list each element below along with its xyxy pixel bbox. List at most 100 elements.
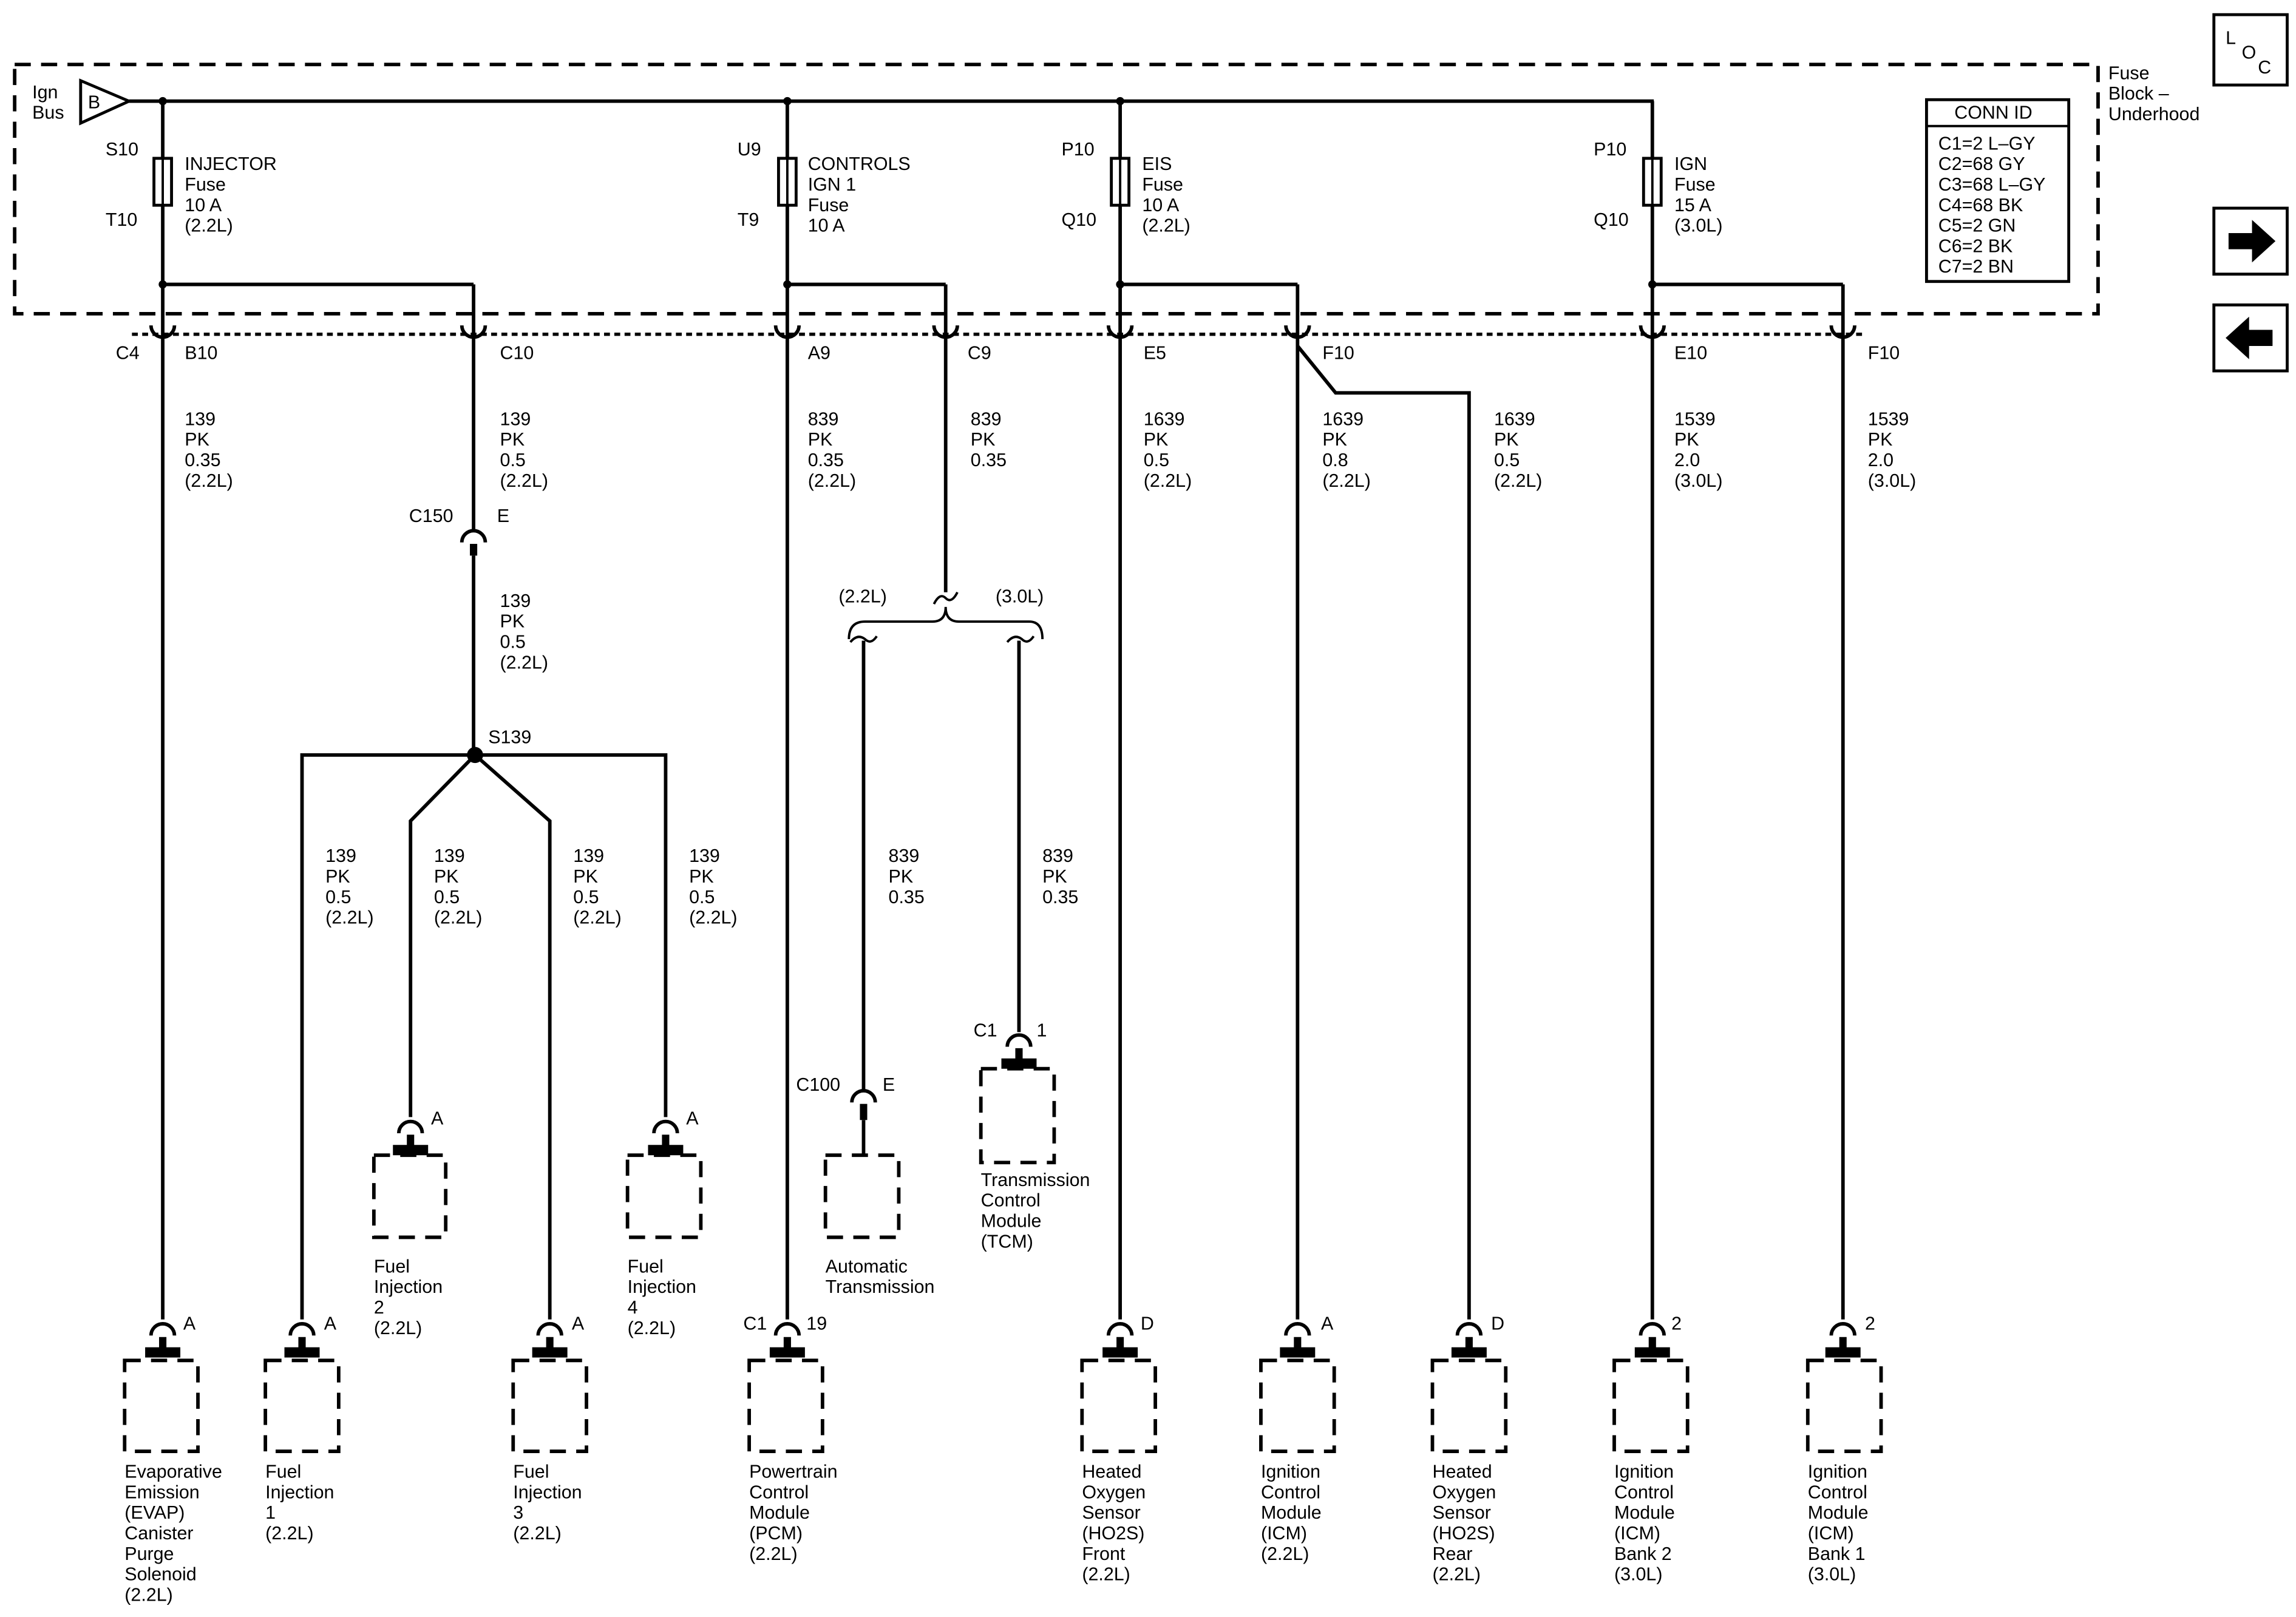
fuse-block-label-3: Underhood <box>2108 104 2200 124</box>
schematic-label: PK <box>325 866 350 887</box>
pin-label: A <box>572 1314 585 1334</box>
fuse-label: (3.0L) <box>1674 215 1722 236</box>
ign-fuse: P10 Q10 IGN Fuse 15 A (3.0L) <box>1594 101 1845 311</box>
pin-label: A <box>431 1108 444 1128</box>
schematic-label: Sensor <box>1082 1502 1140 1523</box>
connector-c4-label: C4 <box>116 343 140 364</box>
schematic-label: PK <box>1042 866 1067 887</box>
pin-label: D <box>1141 1314 1154 1334</box>
fuse-label: INJECTOR <box>185 154 277 174</box>
schematic-label: 1639 <box>1144 408 1185 429</box>
injector-fuse: S10 T10 INJECTOR Fuse 10 A (2.2L) <box>106 97 475 311</box>
left-arrow-icon <box>2226 316 2273 359</box>
fuse-label: CONTROLS <box>808 154 911 174</box>
c100-pin: E <box>883 1074 895 1095</box>
schematic-label: Evaporative <box>124 1462 222 1482</box>
schematic-label: PK <box>434 866 459 887</box>
eis-fuse: P10 Q10 EIS Fuse 10 A (2.2L) <box>1062 97 1300 311</box>
schematic-label: Control <box>1808 1482 1867 1502</box>
schematic-label: 139 <box>573 846 604 866</box>
fuse-cavity-top: P10 <box>1594 139 1626 160</box>
tcm-conn-label: C1 <box>974 1020 997 1041</box>
fuse-label: Fuse <box>1674 174 1716 195</box>
schematic-label: (2.2L) <box>1144 470 1192 491</box>
wire-inj2 <box>409 753 477 1117</box>
fuse-label: IGN 1 <box>808 174 856 195</box>
schematic-label: 1639 <box>1494 408 1535 429</box>
schematic-label: PK <box>1322 429 1347 450</box>
schematic-label: (ICM) <box>1808 1523 1854 1544</box>
fuse-cavity-top: S10 <box>106 139 138 160</box>
fuel-injection-3: A Fuel Injection 3 (2.2L) <box>511 1314 588 1544</box>
schematic-label: 0.5 <box>1494 450 1520 470</box>
schematic-label: 139 <box>185 408 216 429</box>
schematic-label: Purge <box>124 1544 174 1564</box>
fuse-label: 15 A <box>1674 195 1712 215</box>
schematic-label: 2.0 <box>1868 450 1894 470</box>
schematic-label: 139 <box>500 408 531 429</box>
schematic-label: Bank 1 <box>1808 1544 1866 1564</box>
back-button[interactable] <box>2212 303 2289 373</box>
pin-label: D <box>1491 1314 1504 1334</box>
conn-id-item: C3=68 L–GY <box>1938 174 2046 195</box>
splice-label: S139 <box>488 727 531 748</box>
forward-button[interactable] <box>2212 206 2289 276</box>
schematic-label: Injection <box>265 1482 334 1502</box>
fuse-label: Fuse <box>808 195 849 215</box>
c150-label: C150 <box>409 506 453 526</box>
fuse-cavity-bottom: Q10 <box>1594 209 1629 230</box>
schematic-label: 3 <box>513 1502 523 1523</box>
schematic-label: Injection <box>513 1482 582 1502</box>
schematic-label: (2.2L) <box>500 652 548 673</box>
schematic-label: 139 <box>434 846 465 866</box>
ign-bus-arrow-icon <box>79 78 133 126</box>
pin-label: A <box>324 1314 337 1334</box>
fuse-label: 10 A <box>185 195 222 215</box>
schematic-label: PK <box>1494 429 1519 450</box>
tcm-pin-label: 1 <box>1036 1020 1047 1041</box>
location-button[interactable]: L O C <box>2212 13 2289 87</box>
schematic-label: (HO2S) <box>1433 1523 1495 1544</box>
fuse-label: 10 A <box>808 215 846 236</box>
schematic-label: Heated <box>1433 1462 1492 1482</box>
loc-c: C <box>2258 57 2271 78</box>
schematic-label: Injection <box>374 1276 443 1297</box>
schematic-label: 1539 <box>1674 408 1716 429</box>
schematic-label: PK <box>1674 429 1699 450</box>
schematic-label: 839 <box>971 408 1002 429</box>
schematic-label: Front <box>1082 1544 1126 1564</box>
schematic-label: (EVAP) <box>124 1502 185 1523</box>
schematic-label: (ICM) <box>1614 1523 1660 1544</box>
schematic-label: (2.2L) <box>325 907 373 928</box>
terminal-label: E5 <box>1144 343 1166 364</box>
schematic-label: 0.5 <box>689 887 715 907</box>
schematic-label: (2.2L) <box>1433 1564 1481 1585</box>
schematic-label: (2.2L) <box>185 470 233 491</box>
schematic-label: 0.5 <box>1144 450 1169 470</box>
schematic-label: PK <box>500 429 525 450</box>
schematic-label: 139 <box>500 591 531 611</box>
schematic-label: PK <box>889 866 914 887</box>
schematic-label: (PCM) <box>749 1523 803 1544</box>
schematic-label: 1 <box>265 1502 276 1523</box>
schematic-label: Ignition <box>1614 1462 1674 1482</box>
schematic-label: 0.8 <box>1322 450 1348 470</box>
fuse-label: 10 A <box>1142 195 1180 215</box>
schematic-label: 0.5 <box>573 887 599 907</box>
schematic-label: Control <box>749 1482 809 1502</box>
schematic-label: (2.2L) <box>1261 1544 1309 1564</box>
fuse-cavity-top: P10 <box>1062 139 1095 160</box>
schematic-label: Module <box>1261 1502 1322 1523</box>
fuel-injection-4: A Fuel Injection 4 (2.2L) <box>625 1108 703 1338</box>
wire-inj4 <box>475 753 668 1117</box>
